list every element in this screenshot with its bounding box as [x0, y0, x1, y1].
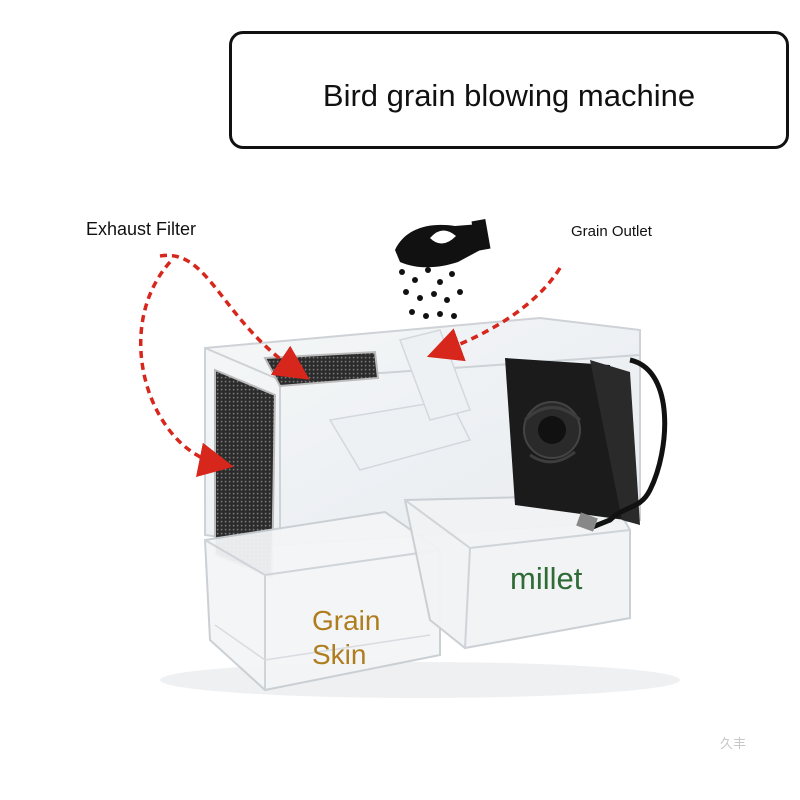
page-title: Bird grain blowing machine [322, 78, 696, 113]
millet-label: millet [510, 561, 583, 596]
title-box: Bird grain blowing machine [229, 31, 789, 149]
arrow-grain-outlet [426, 267, 562, 362]
usb-plug [576, 512, 598, 532]
grain-outlet-label: Grain Outlet [571, 223, 652, 240]
grain-skin-label-line2: Skin [312, 639, 367, 670]
grain-skin-label: Grain Skin [312, 604, 380, 672]
millet-container [403, 493, 631, 650]
arrow-exhaust-top [159, 253, 310, 380]
floor-shadow [160, 662, 680, 698]
grain-skin-label-line1: Grain [312, 605, 381, 636]
fan [505, 358, 640, 525]
grain-skin-container [203, 510, 441, 692]
fan-cable [589, 357, 668, 531]
arrow-exhaust-side [139, 260, 234, 478]
exhaust-filter-label: Exhaust Filter [86, 219, 197, 239]
hand-pouring-seeds-icon [395, 219, 491, 319]
annotation-arrows [139, 253, 562, 478]
watermark: 久丰 [720, 736, 747, 751]
